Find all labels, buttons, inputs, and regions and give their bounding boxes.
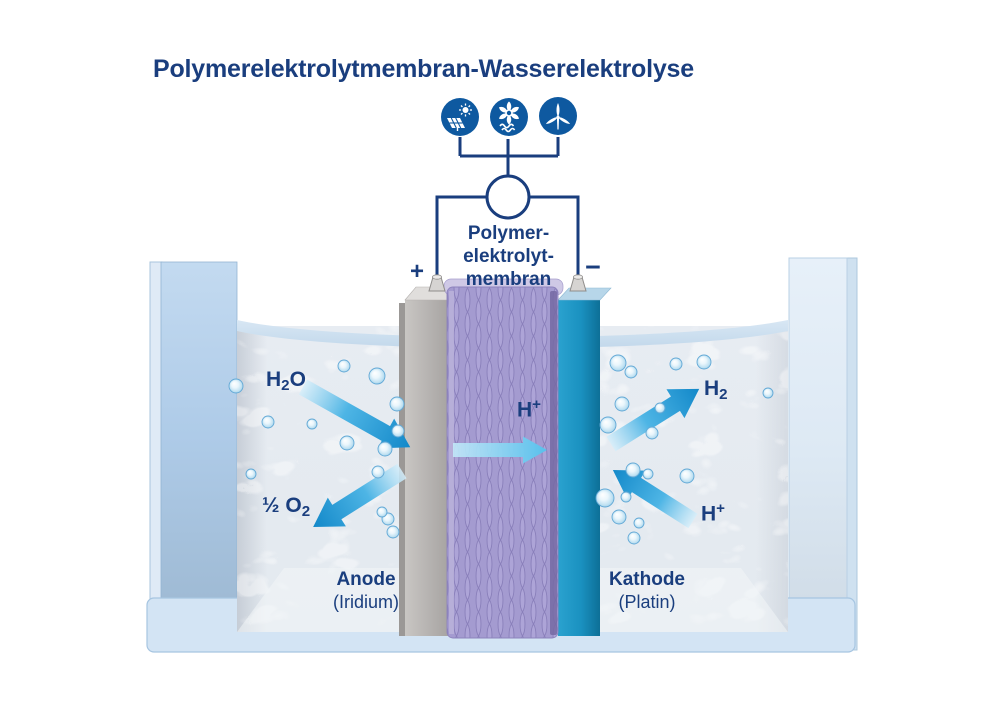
- circuit-wires: [435, 137, 580, 282]
- membrane-label: Polymer- elektrolyt- membran: [463, 223, 554, 290]
- h2-label: H2: [704, 377, 728, 404]
- proton-cathode-arrow: [612, 469, 698, 529]
- anode-label: Anode (Iridium): [333, 569, 399, 612]
- tank-right-wall-edge: [845, 257, 858, 651]
- anode-slab: [399, 286, 460, 636]
- h2o-arrow: [298, 379, 411, 449]
- flow-arrows: [298, 379, 700, 529]
- tank-left-wall: [160, 261, 238, 649]
- proton-membrane-arrow: [453, 436, 547, 464]
- power-source-circle-icon: [485, 174, 531, 220]
- bubbles: [228, 354, 774, 545]
- minus-terminal-label: −: [585, 252, 601, 282]
- tank-right-wall: [788, 257, 848, 649]
- water-surface: [237, 320, 788, 349]
- solar-panel-icon: [441, 98, 479, 136]
- energy-icons: [441, 97, 577, 136]
- tank-left-wall-edge: [149, 261, 163, 651]
- cathode-label: Kathode (Platin): [609, 569, 685, 612]
- o2-arrow: [313, 463, 407, 527]
- h2o-label: H2O: [266, 368, 306, 395]
- wind-turbine-icon: [539, 97, 577, 135]
- h-plus-cathode-label: H+: [701, 500, 725, 526]
- h2-arrow: [606, 388, 700, 452]
- anode-terminal: [428, 274, 446, 292]
- plus-terminal-label: +: [409, 258, 424, 285]
- cathode-slab: [557, 287, 612, 636]
- page-title: Polymerelektrolytmembran-Wasserelektroly…: [153, 55, 694, 83]
- membrane-slab: [443, 278, 564, 639]
- cathode-terminal: [569, 274, 587, 292]
- o2-label: ½ O2: [262, 494, 311, 521]
- hydro-power-icon: [490, 98, 528, 136]
- h-plus-membrane-label: H+: [517, 396, 541, 422]
